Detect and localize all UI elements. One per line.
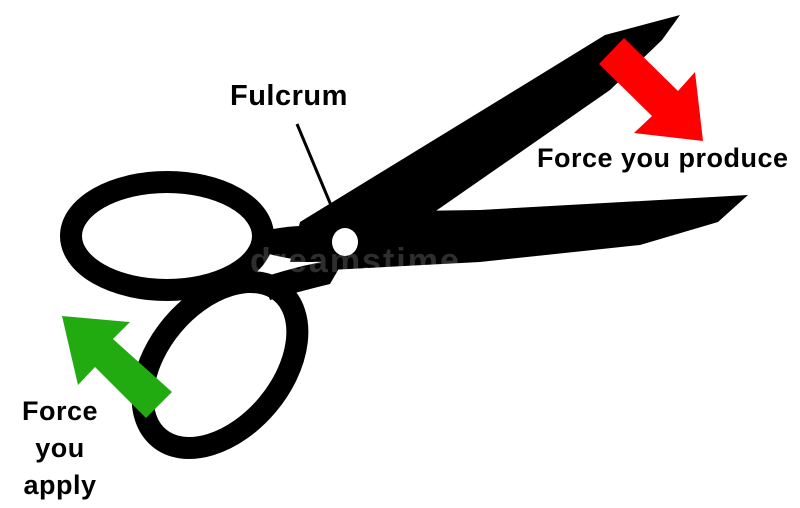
watermark: dreamstime (250, 242, 461, 281)
force-apply-label: Force you apply (20, 393, 100, 504)
force-apply-line-2: you (20, 430, 100, 467)
force-apply-line-3: apply (20, 467, 100, 504)
force-apply-line-1: Force (20, 393, 100, 430)
fulcrum-pointer-line (297, 124, 338, 222)
force-produce-label: Force you produce (537, 143, 789, 174)
arrow-down-right-icon (599, 38, 703, 141)
fulcrum-label: Fulcrum (230, 80, 348, 113)
